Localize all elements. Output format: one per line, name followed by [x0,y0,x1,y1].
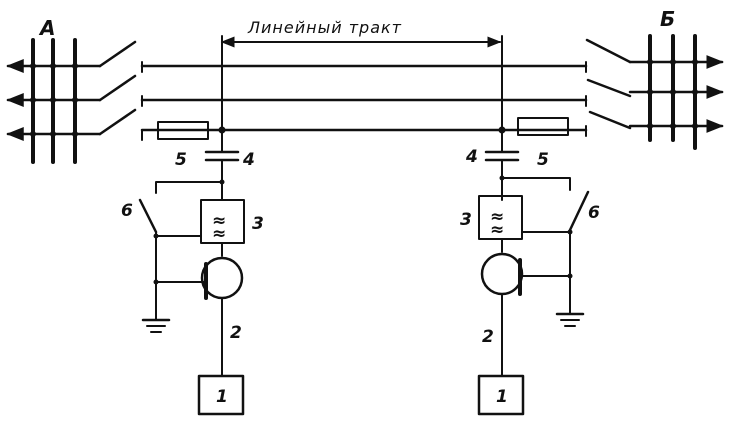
right-label-1: 1 [496,387,508,407]
station-a-busbar [6,38,102,164]
right-coupling-chain: ≈ ≈ [477,35,590,416]
right-label-5: 5 [537,150,549,170]
left-switch-6 [138,198,158,234]
left-label-5: 5 [175,150,187,170]
right-label-2: 2 [482,327,494,347]
station-a-label: А [38,16,55,40]
right-filter-symbol: ≈ [490,207,504,227]
right-label-4: 4 [465,147,478,167]
left-label-6: 6 [121,201,133,221]
right-label-3: 3 [460,210,472,230]
left-label-1: 1 [216,387,228,407]
right-filter-symbol-2: ≈ [490,220,504,240]
left-label-4: 4 [242,150,255,170]
right-transformer-circle [480,252,524,296]
left-filter-symbol: ≈ [212,211,226,231]
line-path-conductors [140,61,588,137]
left-label-2: 2 [230,323,242,343]
line-path-label: Линейный тракт [247,18,402,37]
right-device-1 [477,374,525,416]
station-b-disconnectors [585,38,632,130]
left-resistor-5 [157,121,209,140]
left-filter-symbol-2: ≈ [212,224,226,244]
station-b-label: Б [660,7,675,31]
station-b-busbar [628,34,724,150]
right-switch-6 [568,190,590,232]
left-label-3: 3 [252,214,264,234]
right-filter-3 [478,195,523,240]
left-coupling-chain: ≈ ≈ [138,35,245,416]
right-resistor-5 [517,117,569,136]
station-a-disconnectors [98,40,143,141]
right-label-6: 6 [588,203,600,223]
left-device-1 [197,374,245,416]
